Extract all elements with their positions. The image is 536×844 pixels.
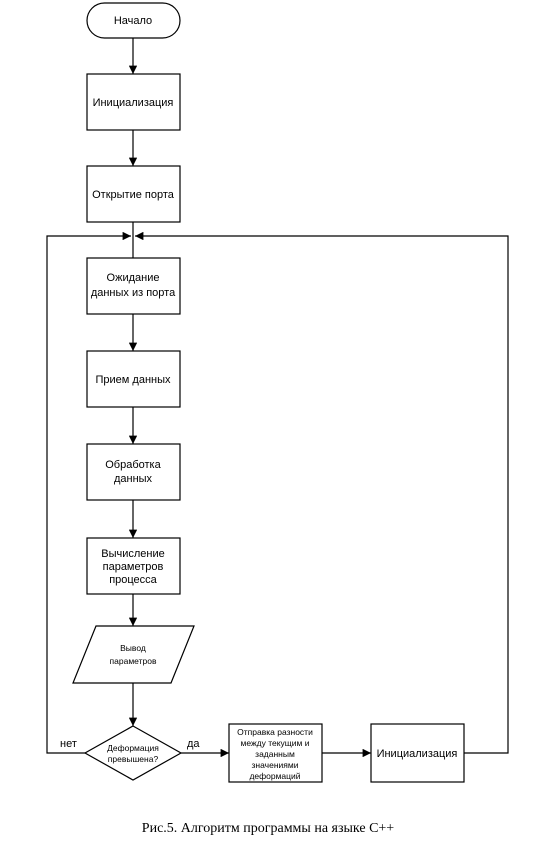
- process-data-node: Обработка данных: [86, 443, 181, 501]
- send-label-line-3: заданным: [255, 749, 295, 759]
- init-label-1: Инициализация: [93, 97, 174, 109]
- decision-node: Деформация превышена?: [83, 725, 183, 781]
- start-label: Начало: [114, 15, 152, 27]
- process-label-line-2: данных: [114, 473, 153, 485]
- edge-label-no: нет: [60, 738, 77, 750]
- calc-label-line-3: процесса: [109, 574, 157, 586]
- open-port-label: Открытие порта: [92, 189, 175, 201]
- init-label-2: Инициализация: [377, 748, 458, 760]
- process-label-line-1: Обработка: [105, 459, 161, 471]
- wait-data-node: Ожидание данных из порта: [86, 257, 181, 315]
- send-difference-node: Отправка разности между текущим и заданн…: [228, 723, 323, 783]
- send-label-line-1: Отправка разности: [237, 727, 313, 737]
- send-label-line-5: деформаций: [249, 771, 300, 781]
- calc-params-node: Вычисление параметров процесса: [86, 537, 181, 595]
- edge-loop-right: [135, 231, 509, 754]
- decision-label-line-1: Деформация: [107, 743, 159, 753]
- output-params-node: Вывод параметров: [72, 625, 195, 684]
- wait-label-line-1: Ожидание: [107, 272, 160, 284]
- output-label-line-2: параметров: [110, 656, 157, 666]
- decision-label-line-2: превышена?: [108, 754, 159, 764]
- init-node-1: Инициализация: [86, 73, 181, 131]
- send-label-line-4: значениями: [252, 760, 299, 770]
- calc-label-line-1: Вычисление: [101, 548, 165, 560]
- send-label-line-2: между текущим и: [240, 738, 309, 748]
- figure-caption: Рис.5. Алгоритм программы на языке С++: [142, 821, 395, 836]
- edge-label-yes: да: [187, 738, 200, 750]
- wait-label-line-2: данных из порта: [91, 287, 176, 299]
- open-port-node: Открытие порта: [86, 165, 181, 223]
- output-label-line-1: Вывод: [120, 643, 146, 653]
- init-node-2: Инициализация: [370, 723, 465, 783]
- start-node: Начало: [86, 2, 181, 39]
- edge-loop-left-no: [46, 231, 131, 754]
- receive-label: Прием данных: [96, 374, 171, 386]
- calc-label-line-2: параметров: [103, 561, 164, 573]
- receive-data-node: Прием данных: [86, 350, 181, 408]
